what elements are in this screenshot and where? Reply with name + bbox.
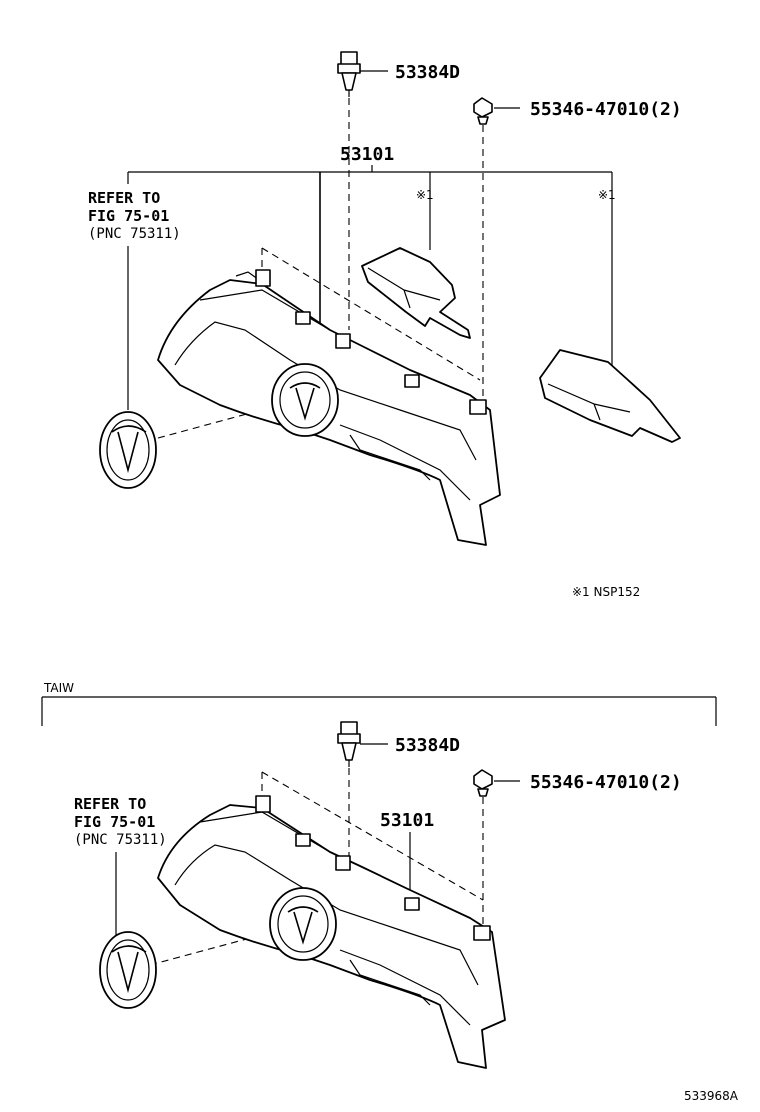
emblem-bottom <box>99 931 157 1009</box>
grille-part-number: 53101 <box>340 144 394 165</box>
grille-bracket-right <box>539 349 681 443</box>
radiator-grille-bottom <box>157 795 506 1069</box>
screw-55346 <box>473 97 493 125</box>
clip-53384d-bottom <box>337 721 361 767</box>
footnote: ※1 NSP152 <box>572 585 640 599</box>
radiator-grille-top <box>157 269 501 546</box>
refer-line-2: FIG 75-01 <box>88 207 169 225</box>
clip-part-number-bottom: 53384D <box>395 735 460 756</box>
diagram-id: 533968A <box>684 1089 739 1103</box>
section-bracket <box>41 696 717 726</box>
grille-bracket <box>127 165 613 370</box>
emblem-guide <box>157 404 281 439</box>
refer-line-1-bottom: REFER TO <box>74 795 146 813</box>
section-label: TAIW <box>43 681 74 695</box>
note-mark-left: ※1 <box>416 188 434 202</box>
grille-guide-b <box>261 247 481 381</box>
screw-55346-bottom <box>473 769 493 797</box>
refer-line-3: (PNC 75311) <box>88 226 181 242</box>
clip-part-number: 53384D <box>395 62 460 83</box>
clip-53384d <box>337 51 361 97</box>
grille-guide-b-bottom <box>261 771 484 901</box>
screw-part-number: 55346-47010(2) <box>530 99 682 120</box>
refer-line-1: REFER TO <box>88 189 160 207</box>
note-mark-right: ※1 <box>598 188 616 202</box>
emblem-top <box>99 411 157 489</box>
grille-bracket-left <box>361 247 471 339</box>
screw-part-number-bottom: 55346-47010(2) <box>530 772 682 793</box>
refer-line-3-bottom: (PNC 75311) <box>74 832 167 848</box>
grille-part-number-bottom: 53101 <box>380 810 434 831</box>
refer-line-2-bottom: FIG 75-01 <box>74 813 155 831</box>
